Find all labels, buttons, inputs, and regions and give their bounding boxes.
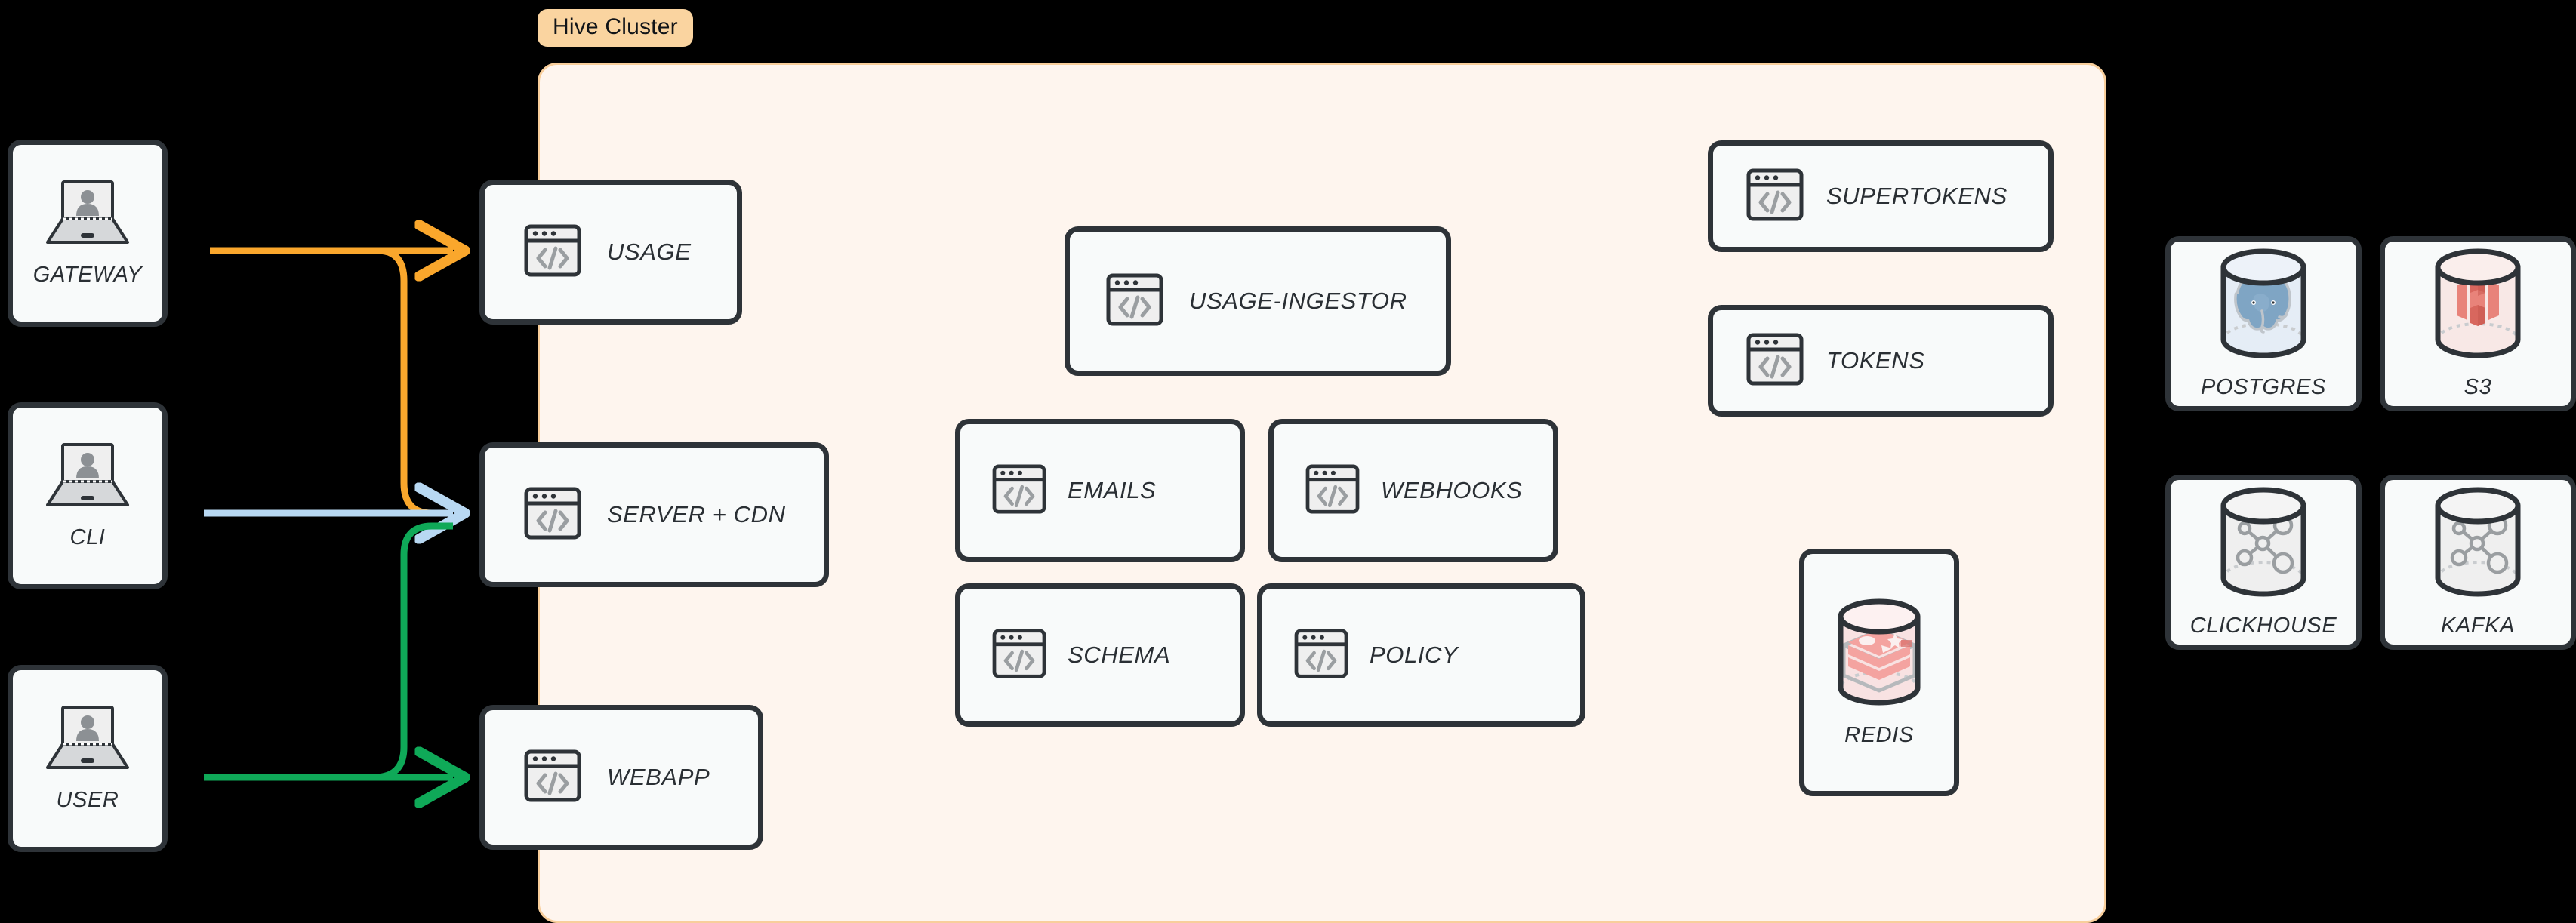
service-card-supertokens[interactable]: SUPERTOKENS [1708, 140, 2054, 252]
kafka-cylinder-icon [2426, 486, 2530, 603]
service-card-emails[interactable]: EMAILS [955, 419, 1245, 562]
client-label: USER [56, 788, 119, 812]
service-label: USAGE-INGESTOR [1189, 288, 1407, 314]
laptop-user-icon [43, 442, 132, 515]
code-window-icon [524, 749, 581, 806]
service-label: TOKENS [1826, 347, 1925, 374]
service-label: USAGE [607, 238, 692, 265]
service-label: SCHEMA [1068, 641, 1171, 668]
store-card-clickhouse[interactable]: CLICKHOUSE [2165, 475, 2362, 650]
service-card-server-cdn[interactable]: SERVER + CDN [479, 442, 829, 587]
service-card-usage-ingestor[interactable]: USAGE-INGESTOR [1065, 226, 1451, 376]
store-card-postgres[interactable]: POSTGRES [2165, 236, 2362, 411]
service-label: SUPERTOKENS [1826, 183, 2007, 209]
service-label: WEBHOOKS [1381, 477, 1523, 503]
store-card-kafka[interactable]: KAFKA [2380, 475, 2576, 650]
postgres-cylinder-icon [2211, 248, 2316, 365]
service-card-webapp[interactable]: WEBAPP [479, 705, 763, 850]
service-label: POLICY [1370, 641, 1459, 668]
service-card-policy[interactable]: POLICY [1257, 583, 1585, 727]
code-window-icon [1294, 628, 1348, 682]
code-window-icon [1746, 333, 1804, 389]
code-window-icon [1305, 463, 1360, 518]
code-window-icon [524, 487, 581, 543]
store-card-s3[interactable]: S3 [2380, 236, 2576, 411]
laptop-user-icon [43, 179, 132, 252]
service-card-schema[interactable]: SCHEMA [955, 583, 1245, 727]
store-label: KAFKA [2440, 614, 2516, 638]
service-card-usage[interactable]: USAGE [479, 180, 742, 325]
code-window-icon [1106, 273, 1163, 330]
code-window-icon [524, 224, 581, 281]
clickhouse-cylinder-icon [2211, 486, 2316, 603]
service-label: SERVER + CDN [607, 501, 786, 528]
service-card-webhooks[interactable]: WEBHOOKS [1268, 419, 1558, 562]
code-window-icon [1746, 168, 1804, 225]
store-label: REDIS [1844, 723, 1914, 747]
code-window-icon [992, 628, 1046, 682]
service-label: WEBAPP [607, 764, 710, 790]
wire-user-to-server-cdn [204, 522, 453, 781]
client-card-user[interactable]: USER [8, 665, 168, 852]
redis-cylinder-icon [1830, 597, 1928, 712]
client-card-cli[interactable]: CLI [8, 402, 168, 589]
client-label: CLI [69, 525, 106, 549]
store-label: POSTGRES [2201, 375, 2326, 399]
s3-cylinder-icon [2426, 248, 2530, 365]
store-card-redis[interactable]: REDIS [1799, 549, 1959, 796]
store-label: CLICKHOUSE [2189, 614, 2337, 638]
client-card-gateway[interactable]: GATEWAY [8, 140, 168, 327]
wire-gateway-to-server-cdn [210, 247, 453, 517]
diagram-canvas: Hive Cluster [8, 9, 2576, 923]
laptop-user-icon [43, 704, 132, 777]
service-card-tokens[interactable]: TOKENS [1708, 305, 2054, 417]
client-label: GATEWAY [32, 263, 143, 287]
code-window-icon [992, 463, 1046, 518]
hive-cluster-badge: Hive Cluster [538, 9, 693, 47]
service-label: EMAILS [1068, 477, 1157, 503]
store-label: S3 [2464, 375, 2492, 399]
